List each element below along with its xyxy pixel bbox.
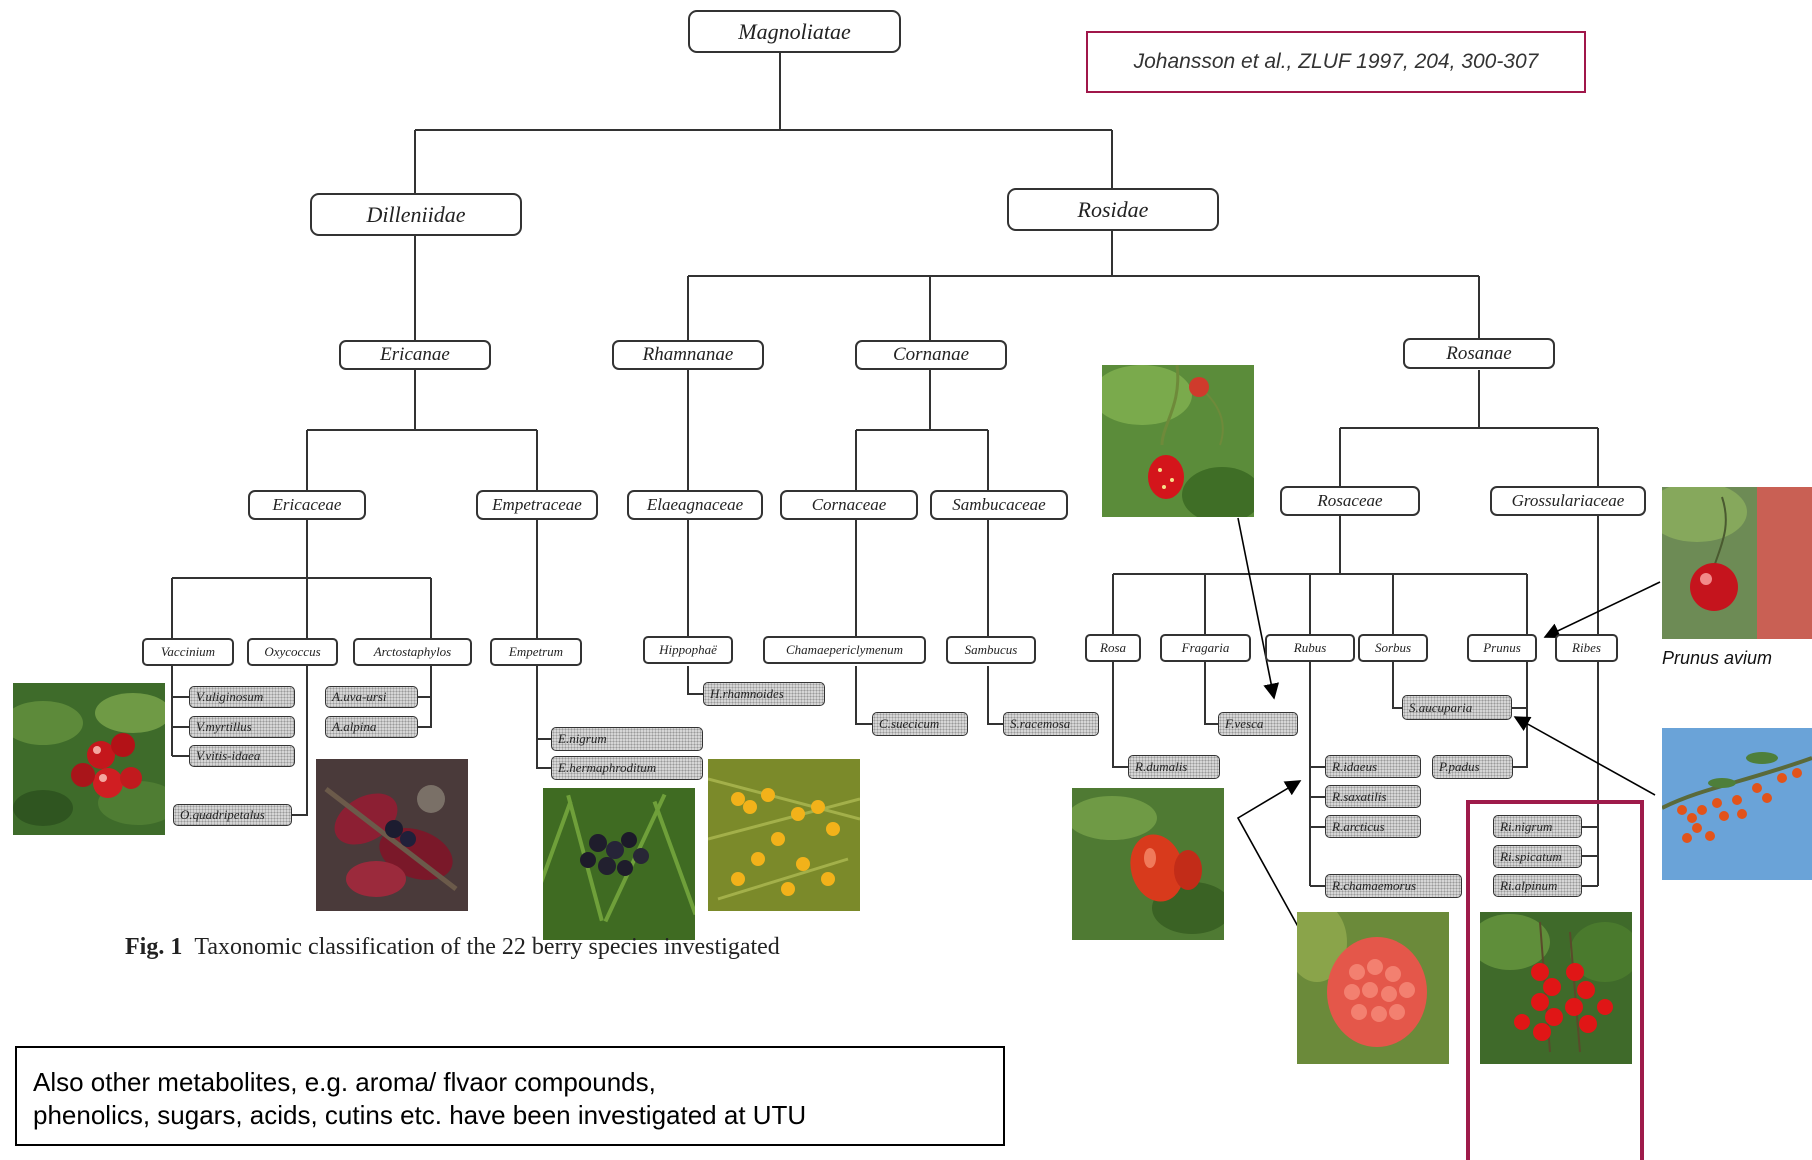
taxon-elaeagnaceae: Elaeagnaceae [627,490,763,520]
species-s-racemosa: S.racemosa [1003,712,1099,736]
taxonomy-figure: Johansson et al., ZLUF 1997, 204, 300-30… [13,10,1812,1160]
species-ri-alpinum: Ri.alpinum [1493,874,1582,897]
reference-citation: Johansson et al., ZLUF 1997, 204, 300-30… [1086,31,1586,93]
species-r-saxatilis: R.saxatilis [1325,785,1421,808]
genus-rubus: Rubus [1265,634,1355,662]
figure-label: Fig. 1 [125,934,183,960]
taxon-cornaceae: Cornaceae [780,490,918,520]
species-a-alpina: A.alpina [325,716,418,738]
note-box: Also other metabolites, e.g. aroma/ flva… [15,1046,1005,1146]
genus-oxycoccus: Oxycoccus [247,638,338,666]
genus-arctostaphylos: Arctostaphylos [353,638,472,666]
species-a-uva-ursi: A.uva-ursi [325,686,418,708]
dog-rose-photo [1072,788,1224,940]
taxon-rosanae: Rosanae [1403,338,1555,369]
redcurrant-photo [1480,912,1632,1064]
species-e-hermaphroditum: E.hermaphroditum [551,756,703,780]
genus-prunus: Prunus [1467,634,1537,662]
figure-caption-text: Taxonomic classification of the 22 berry… [194,934,780,960]
species-r-dumalis: R.dumalis [1128,755,1220,779]
species-v-vitis-idaea: V.vitis-idaea [189,745,295,767]
taxon-ericanae: Ericanae [339,340,491,370]
taxon-rosaceae: Rosaceae [1280,486,1420,516]
taxon-grossulariaceae: Grossulariaceae [1490,486,1646,516]
genus-sambucus: Sambucus [946,636,1036,664]
rowan-photo [1662,728,1812,880]
crowberry-photo [543,788,695,940]
bearberry-photo [316,759,468,911]
species-h-rhamnoides: H.rhamnoides [703,682,825,706]
genus-fragaria: Fragaria [1160,634,1251,662]
taxon-rhamnanae: Rhamnanae [612,340,764,370]
genus-empetrum: Empetrum [490,638,582,666]
taxon-empetraceae: Empetraceae [476,490,598,520]
species-e-nigrum: E.nigrum [551,727,703,751]
genus-ribes: Ribes [1555,634,1618,662]
species-p-padus: P.padus [1432,755,1513,779]
tree-connectors [171,52,1661,989]
species-s-aucuparia: S.aucuparia [1402,695,1512,720]
taxon-cornanae: Cornanae [855,340,1007,370]
note-line-1: Also other metabolites, e.g. aroma/ flva… [33,1067,656,1097]
species-ri-spicatum: Ri.spicatum [1493,845,1582,868]
species-r-chamaemorus: R.chamaemorus [1325,874,1462,898]
species-ri-nigrum: Ri.nigrum [1493,815,1582,838]
genus-sorbus: Sorbus [1358,634,1428,662]
raspberry-photo [1297,912,1449,1064]
genus-rosa: Rosa [1085,634,1141,662]
species-v-uliginosum: V.uliginosum [189,686,295,708]
taxon-rosidae: Rosidae [1007,188,1219,231]
taxon-ericaceae: Ericaceae [248,490,366,520]
genus-chamaepericlymenum: Chamaepericlymenum [763,636,926,664]
taxon-magnoliatae: Magnoliatae [688,10,901,53]
sweet-cherry-photo [1662,487,1812,639]
species-o-quadripetalus: O.quadripetalus [173,804,292,826]
genus-hippophae: Hippophaë [643,636,733,664]
species-v-myrtillus: V.myrtillus [189,716,295,738]
note-line-2: phenolics, sugars, acids, cutins etc. ha… [33,1100,807,1130]
prunus-avium-label: Prunus avium [1662,648,1773,668]
ribes-highlight-frame [1466,800,1644,1160]
species-r-idaeus: R.idaeus [1325,755,1421,778]
figure-caption: Fig. 1 Taxonomic classification of the 2… [125,934,780,961]
sea-buckthorn-photo [708,759,860,911]
bilberry-lingonberry-photo [13,683,165,835]
genus-vaccinium: Vaccinium [142,638,234,666]
wild-strawberry-photo [1102,365,1254,517]
species-r-arcticus: R.arcticus [1325,815,1421,838]
taxon-dilleniidae: Dilleniidae [310,193,522,236]
species-f-vesca: F.vesca [1218,712,1298,736]
species-c-suecicum: C.suecicum [872,712,968,736]
taxon-sambucaceae: Sambucaceae [930,490,1068,520]
